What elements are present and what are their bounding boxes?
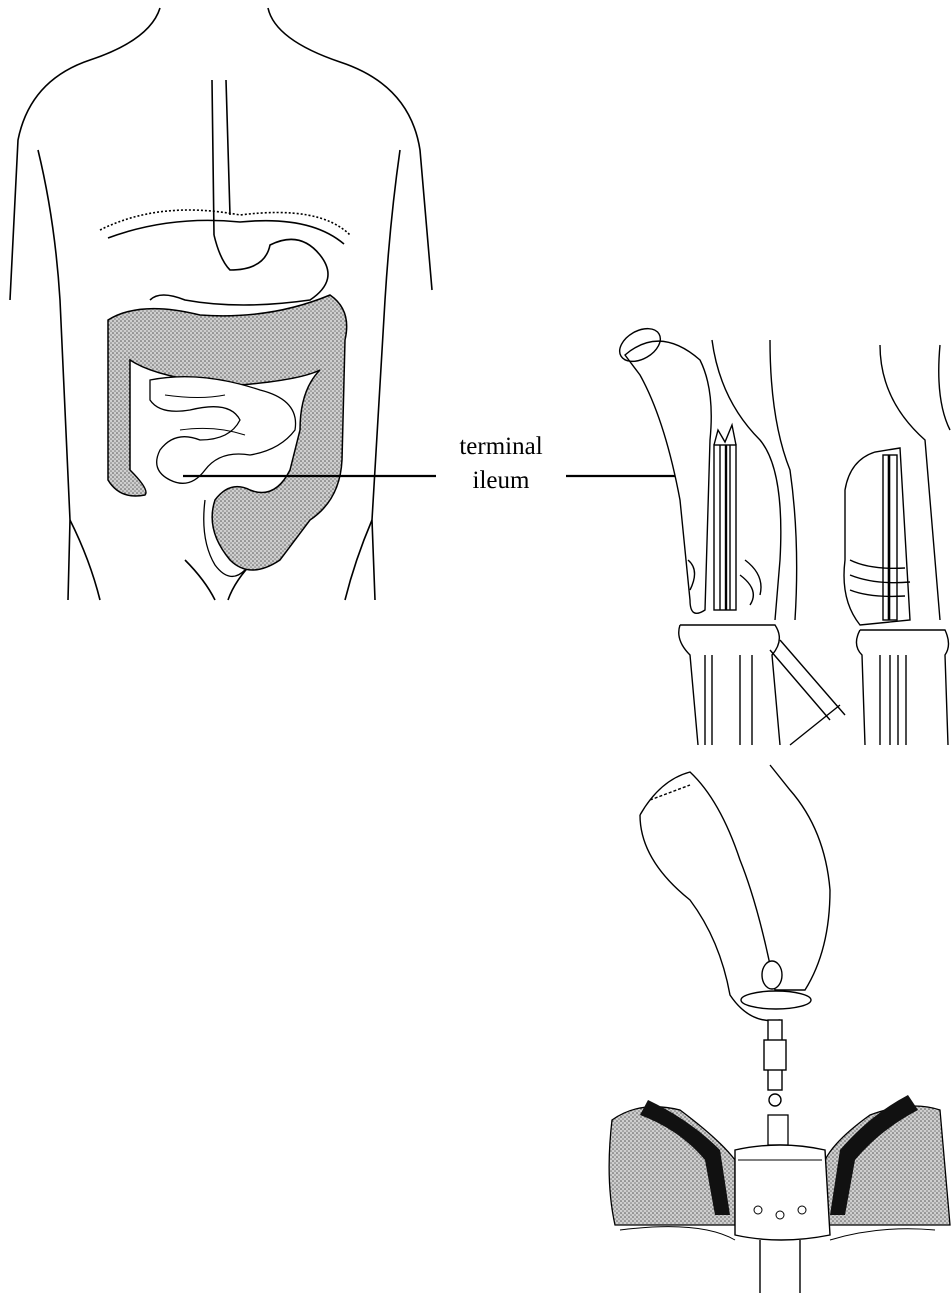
left-shoulder-outline: [10, 8, 160, 300]
label-line-1: terminal: [436, 430, 566, 464]
terminal-ileum-label: terminal ileum: [436, 430, 566, 498]
ileum-stapler-open: [844, 345, 950, 745]
right-shoulder-outline: [268, 8, 432, 290]
ileum-stapler-closed: [614, 322, 845, 745]
label-line-2: ileum: [436, 464, 566, 498]
colon-illustration: [108, 295, 347, 576]
anastomosis-illustration: [609, 1095, 950, 1293]
anvil-insertion-illustration: [640, 765, 830, 1106]
